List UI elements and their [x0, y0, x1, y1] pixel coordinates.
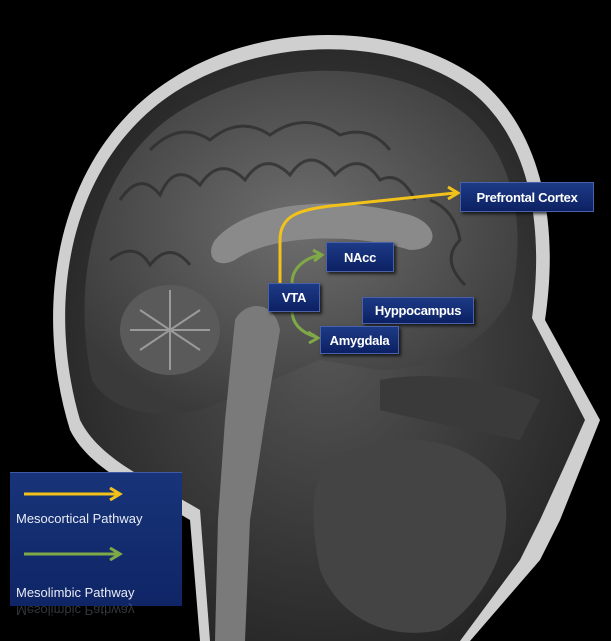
mesocortical-arrow [278, 191, 456, 284]
label-hippocampus: Hyppocampus [362, 297, 474, 324]
label-nacc: NAcc [326, 242, 394, 272]
mesolimbic-legend-arrow [24, 547, 123, 561]
label-vta: VTA [268, 283, 320, 312]
legend-label-mesolimbic: Mesolimbic Pathway [16, 585, 135, 600]
legend-reflection: Mesolimbic Pathway [16, 603, 135, 618]
label-prefrontal-cortex: Prefrontal Cortex [460, 182, 594, 212]
mesolimbic-arrow-nacc [290, 253, 321, 284]
legend: Mesocortical Pathway Mesolimbic Pathway [10, 472, 182, 606]
label-amygdala: Amygdala [320, 326, 399, 354]
legend-label-mesocortical: Mesocortical Pathway [16, 511, 143, 526]
mesocortical-legend-arrow [24, 487, 123, 501]
